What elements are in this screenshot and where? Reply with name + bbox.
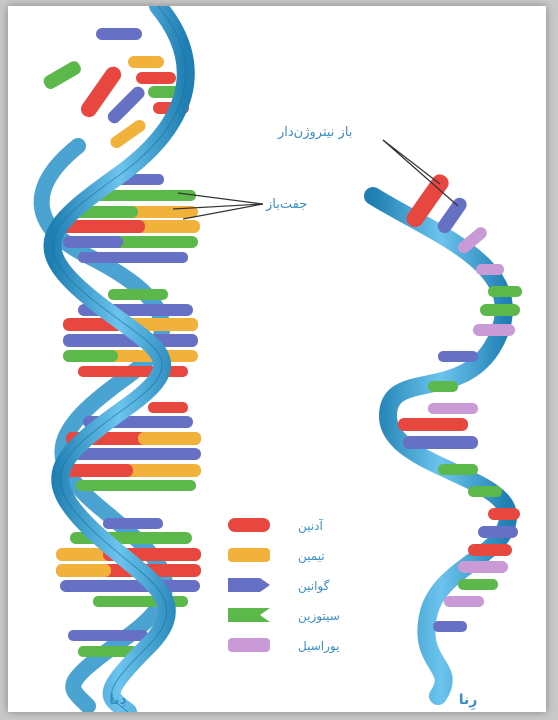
legend-item-adenine: آدنین	[228, 518, 323, 534]
legend-item-thymine: تیمین	[228, 548, 325, 564]
nitrogen-base-label: باز نیتروژن‌دار	[277, 125, 352, 140]
legend: آدنین تیمین گوانین سیتوزین یوراسیل	[228, 518, 340, 654]
svg-text:یوراسیل: یوراسیل	[298, 639, 339, 654]
diagram-card: جفت‌باز	[8, 6, 546, 712]
rna-caption: رِنا	[459, 692, 478, 710]
dna-rna-diagram: جفت‌باز	[8, 6, 546, 712]
svg-text:سیتوزین: سیتوزین	[298, 609, 340, 624]
svg-text:گوانین: گوانین	[298, 579, 330, 594]
rna-strand	[373, 171, 522, 696]
base-pair-label: جفت‌باز	[265, 197, 307, 212]
legend-item-cytosine: سیتوزین	[228, 608, 340, 624]
svg-text:تیمین: تیمین	[298, 549, 325, 564]
svg-text:آدنین: آدنین	[298, 518, 323, 534]
legend-item-uracil: یوراسیل	[228, 638, 339, 654]
dna-helix	[41, 6, 201, 712]
legend-item-guanine: گوانین	[228, 578, 330, 594]
dna-caption: دِنا	[109, 692, 127, 708]
